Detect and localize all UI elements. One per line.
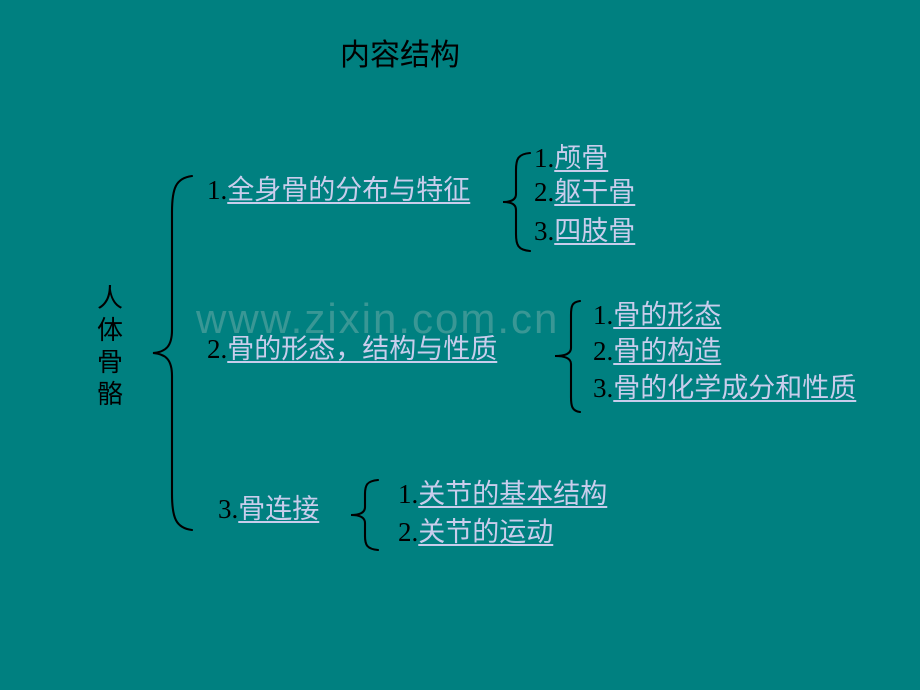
branch-1-number: 1. [207, 175, 228, 205]
branch-1-child-1-number: 1. [534, 143, 555, 173]
branch-1-child-3-number: 3. [534, 216, 555, 246]
root-node-label: 人 体 骨 骼 [90, 283, 130, 411]
branch-2-child-3[interactable]: 3.骨的化学成分和性质 [593, 373, 856, 404]
branch-3-number: 3. [218, 494, 239, 524]
root-char-1: 人 [96, 284, 123, 313]
branch-1-child-2-number: 2. [534, 177, 555, 207]
branch-2-brace [552, 298, 586, 416]
branch-2-child-2[interactable]: 2.骨的构造 [593, 336, 721, 367]
branch-3-label[interactable]: 骨连接 [238, 494, 320, 524]
branch-3-child-2-label[interactable]: 关节的运动 [418, 517, 554, 547]
branch-2-label[interactable]: 骨的形态，结构与性质 [227, 334, 498, 364]
branch-3-child-1-label[interactable]: 关节的基本结构 [418, 479, 608, 509]
branch-1-child-3[interactable]: 3.四肢骨 [534, 216, 635, 247]
branch-1-child-3-label[interactable]: 四肢骨 [554, 216, 636, 246]
branch-2-child-3-label[interactable]: 骨的化学成分和性质 [613, 373, 857, 403]
branch-1-child-2[interactable]: 2.躯干骨 [534, 177, 635, 208]
branch-1-child-2-label[interactable]: 躯干骨 [554, 177, 636, 207]
branch-2-child-3-number: 3. [593, 373, 614, 403]
root-char-2: 体 [96, 316, 123, 345]
branch-2-child-1-number: 1. [593, 300, 614, 330]
branch-3-child-2[interactable]: 2.关节的运动 [398, 517, 553, 548]
branch-2-node[interactable]: 2.骨的形态，结构与性质 [207, 334, 497, 365]
branch-1-node[interactable]: 1.全身骨的分布与特征 [207, 175, 470, 206]
branch-3-node[interactable]: 3.骨连接 [218, 494, 319, 525]
branch-2-child-1-label[interactable]: 骨的形态 [613, 300, 722, 330]
branch-3-child-1[interactable]: 1.关节的基本结构 [398, 479, 607, 510]
branch-3-child-1-number: 1. [398, 479, 419, 509]
branch-1-child-1[interactable]: 1.颅骨 [534, 143, 608, 174]
branch-1-label[interactable]: 全身骨的分布与特征 [227, 175, 471, 205]
branch-1-child-1-label[interactable]: 颅骨 [554, 143, 609, 173]
page-title: 内容结构 [340, 39, 460, 72]
branch-2-child-2-number: 2. [593, 336, 614, 366]
root-brace [150, 172, 198, 534]
branch-3-child-2-number: 2. [398, 517, 419, 547]
branch-1-brace [500, 150, 534, 254]
root-char-3: 骨 [96, 348, 123, 377]
root-char-4: 骼 [96, 380, 123, 409]
branch-2-child-2-label[interactable]: 骨的构造 [613, 336, 722, 366]
branch-2-number: 2. [207, 334, 228, 364]
branch-2-child-1[interactable]: 1.骨的形态 [593, 300, 721, 331]
branch-3-brace [348, 477, 382, 553]
